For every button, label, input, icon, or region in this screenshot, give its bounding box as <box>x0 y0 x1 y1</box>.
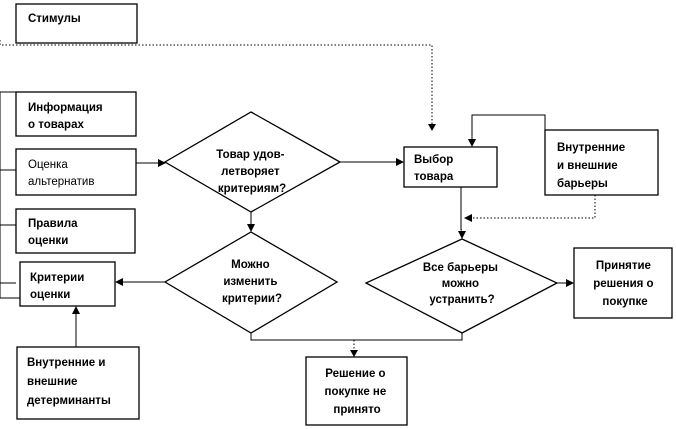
arrowhead <box>468 139 476 147</box>
label-line: детерминанты <box>27 395 111 407</box>
arrowhead <box>464 214 472 222</box>
node-eval-rules: Правила оценки <box>15 208 136 254</box>
arrowhead <box>396 158 404 166</box>
node-product-choice-box <box>403 146 498 188</box>
label-line: Стимулы <box>28 13 81 25</box>
node-not-accepted-text: Решение о покупке не принято <box>325 368 390 416</box>
node-not-accepted-box <box>305 356 408 426</box>
decision-change-criteria-text: Можно изменить критерии? <box>222 259 282 305</box>
node-stimuli-box <box>15 3 138 44</box>
connectors <box>0 40 596 357</box>
label-line: Можно <box>231 259 270 271</box>
arrowhead <box>158 159 166 167</box>
node-barriers-text: Внутренние и внешние барьеры <box>557 142 628 190</box>
arrowhead <box>458 231 466 239</box>
node-accept-text: Принятие решения о покупке <box>593 260 657 308</box>
label-line: Товар удов- <box>216 149 284 161</box>
arrowhead <box>115 278 123 286</box>
node-eval-criteria: Критерии оценки <box>19 261 116 307</box>
node-determinants-text: Внутренние и внешние детерминанты <box>27 357 111 407</box>
label-line: Правила <box>28 218 78 230</box>
label-line: летворяет <box>221 166 280 178</box>
node-barriers: Внутренние и внешние барьеры <box>544 129 659 196</box>
node-alt-eval: Оценка альтернатив <box>15 148 137 196</box>
label-line: устранить? <box>429 294 494 306</box>
label-line: оценки <box>28 235 68 247</box>
node-stimuli: Стимулы <box>15 3 138 44</box>
node-barriers-box <box>544 129 659 196</box>
label-line: критерии? <box>222 293 282 305</box>
node-eval-rules-text: Правила оценки <box>28 218 81 247</box>
arrowhead <box>566 279 574 287</box>
decision-satisfies-diamond <box>163 111 342 213</box>
node-product-info-box <box>15 91 137 137</box>
node-eval-rules-box <box>15 208 136 254</box>
label-line: Информация <box>28 102 103 114</box>
label-line: внешние <box>27 376 77 388</box>
label-line: Внутренние и <box>27 357 105 369</box>
arrowhead <box>428 124 436 131</box>
label-line: можно <box>442 278 479 290</box>
decision-overcome-diamond <box>364 238 559 334</box>
label-line: принято <box>333 404 380 416</box>
decision-satisfies-text: Товар удов- летворяет критериям? <box>216 149 287 195</box>
node-determinants: Внутренние и внешние детерминанты <box>16 346 140 420</box>
decision-change-criteria-diamond <box>163 231 339 334</box>
node-product-info-text: Информация о товарах <box>28 102 106 131</box>
label-line: изменить <box>223 276 277 288</box>
label-line: Все барьеры <box>423 262 498 274</box>
node-alt-eval-text: Оценка альтернатив <box>28 159 94 188</box>
label-line: альтернатив <box>28 176 94 188</box>
label-line: решения о <box>593 278 653 290</box>
barriers-loop-to-choice <box>471 114 546 141</box>
label-line: покупке не <box>325 386 387 398</box>
label-line: и внешние <box>557 160 618 172</box>
stimuli-to-choice-dotted <box>0 40 433 124</box>
no-paths-join <box>250 333 463 341</box>
node-alt-eval-box <box>15 148 137 196</box>
left-bracket-line <box>0 91 20 299</box>
node-accept: Принятие решения о покупке <box>573 247 673 319</box>
decision-overcome-text: Все барьеры можно устранить? <box>423 262 501 306</box>
node-eval-criteria-box <box>19 261 116 307</box>
label-line: покупке <box>602 296 647 308</box>
node-eval-criteria-text: Критерии оценки <box>30 272 88 301</box>
decision-change-criteria: Можно изменить критерии? <box>163 231 339 334</box>
node-stimuli-text: Стимулы <box>28 13 81 25</box>
label-line: Выбор <box>414 154 453 166</box>
node-not-accepted: Решение о покупке не принято <box>305 356 408 426</box>
barriers-to-overcome-dotted <box>471 195 596 219</box>
node-accept-box <box>573 247 673 319</box>
label-line: Оценка <box>28 159 68 171</box>
label-line: барьеры <box>557 178 608 190</box>
decision-satisfies: Товар удов- летворяет критериям? <box>163 111 342 213</box>
decision-overcome: Все барьеры можно устранить? <box>364 238 559 334</box>
label-line: Критерии <box>30 272 84 284</box>
label-line: Решение о <box>325 368 385 380</box>
arrowhead <box>350 350 358 357</box>
arrowhead <box>72 306 80 314</box>
label-line: товара <box>414 171 454 183</box>
choice-to-overcome <box>460 187 462 231</box>
node-determinants-box <box>16 346 140 420</box>
label-line: критериям? <box>218 183 286 195</box>
node-product-choice: Выбор товара <box>403 146 498 188</box>
arrowhead <box>247 224 255 232</box>
label-line: Принятие <box>596 260 651 272</box>
node-product-info: Информация о товарах <box>15 91 137 137</box>
node-product-choice-text: Выбор товара <box>414 154 456 183</box>
label-line: Внутренние <box>557 142 625 154</box>
label-line: о товарах <box>28 119 84 131</box>
label-line: оценки <box>30 289 70 301</box>
